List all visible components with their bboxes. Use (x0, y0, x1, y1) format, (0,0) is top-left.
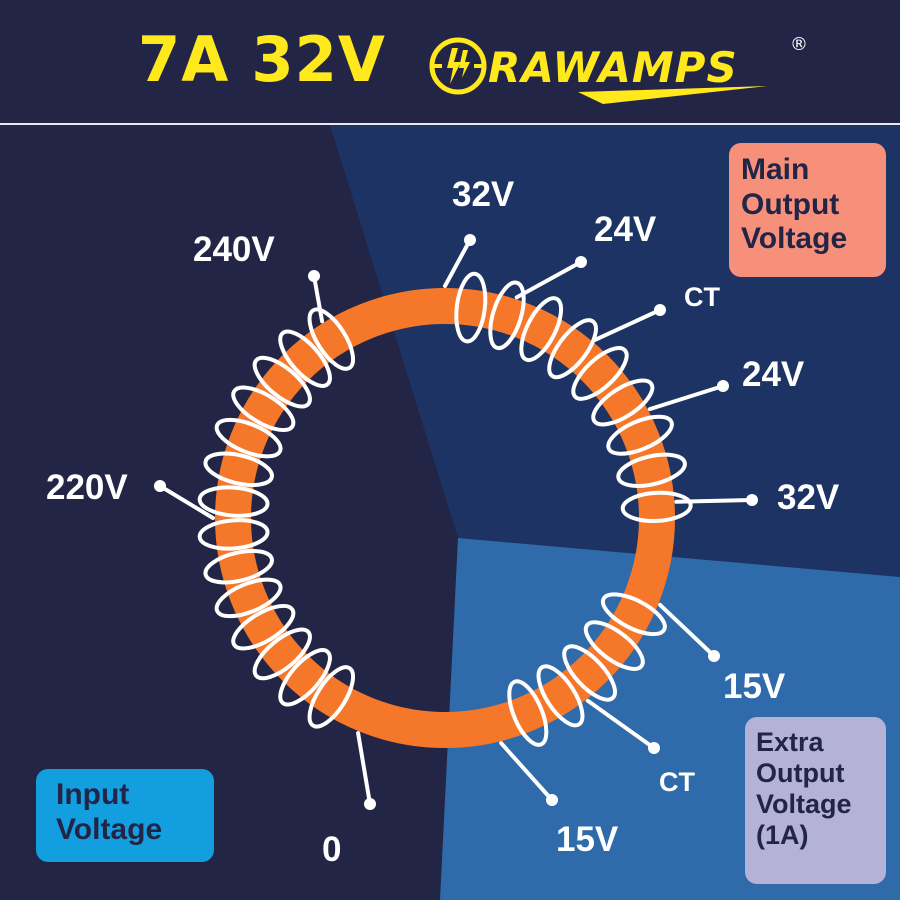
input-tap-label-240v: 240V (193, 230, 275, 269)
extra-tap-label-15v-top: 15V (723, 667, 786, 706)
lead-24v-top (514, 260, 583, 300)
primary-coil-loop (231, 603, 296, 651)
lead-24v-bottom-terminal (717, 380, 729, 392)
lead-15v-bottom-terminal (546, 794, 558, 806)
logo-registered-mark: ® (790, 34, 808, 55)
lead-220v-terminal (154, 480, 166, 492)
main-output-coil-loop (547, 318, 598, 380)
extra-output-box-line-4: (1A) (756, 820, 809, 851)
primary-coil-loop (252, 627, 312, 681)
lightning-bolt-logo-icon (429, 37, 487, 95)
input-box-line-2: Voltage (56, 812, 163, 846)
primary-coil-loop (214, 417, 283, 459)
lead-240v-terminal (308, 270, 320, 282)
lead-ct-main (592, 308, 662, 343)
main-output-coil-loop (620, 490, 693, 523)
main-tap-label-24v-top: 24V (594, 210, 657, 249)
extra-output-coil-loop (507, 679, 549, 747)
lead-32v-bottom (674, 498, 754, 504)
main-output-voltage-box: Main Output Voltage (729, 143, 886, 277)
main-output-box-line-3: Voltage (741, 222, 848, 255)
main-output-coil-loop (606, 414, 674, 456)
primary-coil-loop (203, 548, 274, 585)
input-voltage-box: Input Voltage (36, 769, 214, 862)
main-output-box-line-2: Output (741, 187, 840, 221)
primary-coil-loop (307, 665, 356, 729)
main-tap-label-ct: CT (684, 282, 720, 312)
lead-240v (312, 274, 325, 324)
extra-output-voltage-box: Extra Output Voltage (1A) (745, 717, 886, 884)
main-tap-label-24v-bottom: 24V (742, 355, 805, 394)
extra-output-coil-loop (600, 592, 667, 637)
main-output-coil-loop (571, 346, 629, 401)
lead-32v-bottom-terminal (746, 494, 758, 506)
main-output-coil-loop (591, 378, 655, 427)
lead-group (154, 234, 758, 810)
logo-text: RAWAMPS (488, 43, 738, 92)
extra-output-box-line-2: Output (756, 758, 845, 789)
input-box-line-1: Input (56, 778, 130, 811)
main-output-coil-loop (454, 271, 488, 344)
winding-group (197, 271, 693, 747)
primary-coil-loop (203, 451, 274, 488)
lead-ct-extra-terminal (648, 742, 660, 754)
main-output-box-line-1: Main (741, 153, 810, 186)
primary-coil-loop (278, 648, 332, 707)
input-tap-label-220v: 220V (46, 468, 128, 507)
logo-swoosh (578, 86, 768, 104)
lead-ct-extra (585, 698, 656, 750)
primary-coil-loop (307, 307, 356, 371)
lead-32v-top (443, 238, 472, 288)
lead-zero (356, 731, 372, 806)
brand-logo: RAWAMPS ® (429, 34, 808, 104)
page-title: 7A 32V (138, 23, 386, 96)
primary-coil-loop (278, 329, 332, 388)
lead-24v-top-terminal (575, 256, 587, 268)
lead-ct-main-terminal (654, 304, 666, 316)
extra-tap-label-ct: CT (659, 767, 695, 797)
primary-coil-loop (231, 385, 296, 433)
lead-32v-top-terminal (464, 234, 476, 246)
extra-output-box-line-3: Voltage (756, 789, 852, 820)
main-tap-label-32v-top: 32V (452, 175, 515, 214)
extra-output-box-line-1: Extra (756, 727, 824, 757)
main-output-coil-loop (616, 452, 687, 488)
extra-output-coil-loop (583, 620, 645, 671)
main-output-coil-loop (519, 296, 564, 363)
lead-15v-top (658, 602, 716, 658)
primary-coil-loop (214, 577, 283, 619)
lead-24v-bottom (647, 384, 725, 412)
lead-zero-terminal (364, 798, 376, 810)
primary-coil-loop (252, 355, 312, 409)
extra-output-coil-loop (562, 644, 617, 702)
lead-15v-top-terminal (708, 650, 720, 662)
extra-tap-label-15v-bottom: 15V (556, 820, 619, 859)
extra-output-coil-loop (536, 664, 585, 728)
lead-220v (158, 484, 215, 520)
primary-coil-loop (197, 485, 270, 518)
lead-15v-bottom (499, 741, 554, 802)
input-tap-label-zero: 0 (322, 830, 342, 869)
toroidal-core-ring-icon (215, 288, 675, 748)
main-tap-label-32v-bottom: 32V (777, 478, 840, 517)
primary-coil-loop (197, 518, 270, 551)
main-output-coil-loop (488, 280, 526, 351)
